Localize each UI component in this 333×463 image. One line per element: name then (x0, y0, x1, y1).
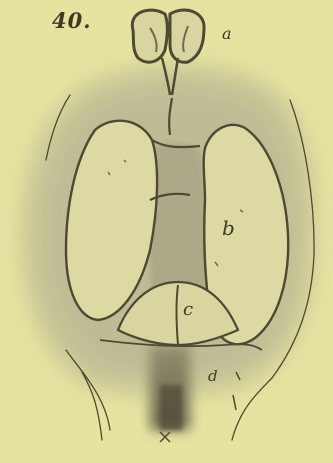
label-c: c (183, 299, 193, 320)
figure-number: 40. (52, 8, 92, 33)
label-d: d (208, 367, 218, 385)
label-a: a (222, 24, 232, 43)
label-b: b (222, 216, 235, 240)
brain-stem (150, 345, 190, 430)
